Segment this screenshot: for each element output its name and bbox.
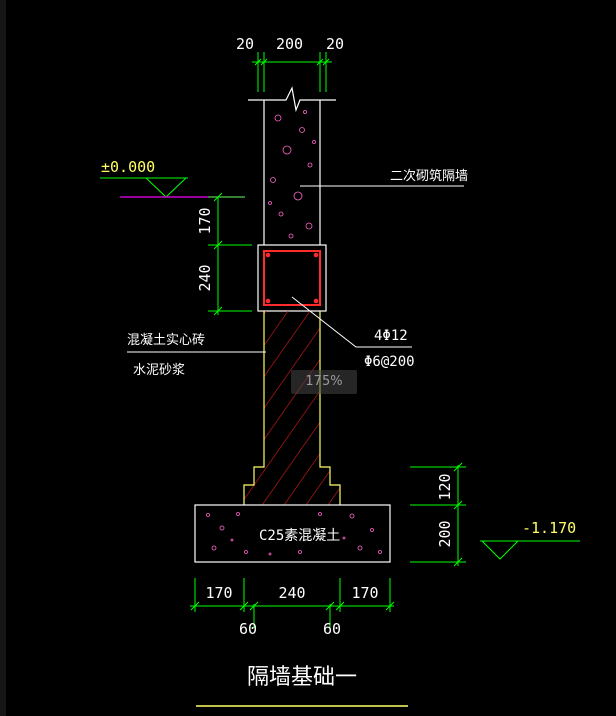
concrete-dots-footing bbox=[206, 512, 382, 556]
dim-top-1: 20 bbox=[236, 35, 254, 53]
dim-left-2: 240 bbox=[196, 264, 214, 291]
rebar-bar bbox=[313, 298, 319, 304]
dim-bottom-2: 240 bbox=[278, 584, 305, 602]
ground-beam bbox=[257, 244, 327, 312]
concrete-dots-upper bbox=[268, 110, 316, 239]
brick-foundation-wall bbox=[243, 311, 341, 505]
dim-bottom-1: 170 bbox=[205, 584, 232, 602]
drawing-title: 隔墙基础一 bbox=[247, 665, 357, 690]
dim-top-3: 20 bbox=[326, 35, 344, 53]
rebar-bar bbox=[265, 252, 271, 258]
footing-label: C25素混凝土 bbox=[259, 528, 340, 544]
elevation-bottom-marker bbox=[480, 540, 580, 560]
bottom-dimension-chain bbox=[190, 578, 395, 628]
concrete-footing: C25素混凝土 bbox=[194, 504, 391, 563]
dim-left-1: 170 bbox=[196, 207, 214, 234]
leader-rebar bbox=[291, 296, 412, 348]
top-dimension-chain bbox=[252, 52, 332, 92]
elevation-bottom-value: -1.170 bbox=[522, 519, 576, 537]
dim-right-1: 120 bbox=[436, 473, 454, 500]
elevation-top-value: ±0.000 bbox=[101, 158, 155, 176]
label-upper-wall: 二次砌筑隔墙 bbox=[390, 168, 468, 184]
elevation-top-marker bbox=[100, 177, 245, 198]
stirrup bbox=[263, 250, 321, 306]
label-rebar-stirrup: Φ6@200 bbox=[364, 354, 415, 370]
dim-bottom-offset-2: 60 bbox=[323, 620, 341, 638]
label-brick-line2: 水泥砂浆 bbox=[133, 363, 185, 378]
dim-bottom-3: 170 bbox=[351, 584, 378, 602]
viewer-left-edge bbox=[0, 0, 6, 716]
break-line-symbol bbox=[248, 86, 336, 113]
rebar-bar bbox=[313, 252, 319, 258]
right-dimension-chain bbox=[410, 462, 466, 567]
dim-bottom-offset-1: 60 bbox=[239, 620, 257, 638]
zoom-level-badge: 175% bbox=[291, 370, 357, 394]
upper-wall bbox=[248, 86, 336, 245]
dim-right-2: 200 bbox=[436, 520, 454, 547]
left-dimension-chain bbox=[208, 192, 252, 316]
rebar-bar bbox=[265, 298, 271, 304]
label-brick-line1: 混凝土实心砖 bbox=[127, 332, 205, 348]
label-rebar-main: 4Φ12 bbox=[374, 328, 408, 344]
dim-top-2: 200 bbox=[276, 35, 303, 53]
